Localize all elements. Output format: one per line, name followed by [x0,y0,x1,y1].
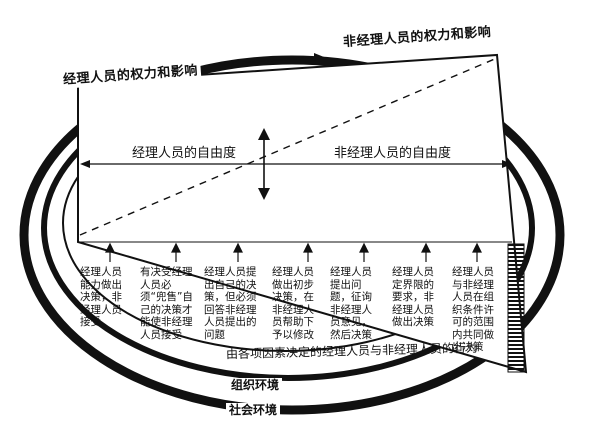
behavior-2: 有决受经理人员必须“兜售”自己的决策才能使非经理人员接受 [140,266,193,341]
society-environment-label: 社会环境 [226,403,281,418]
center-arrow-down [258,188,270,200]
freedom-left-arrowhead [80,160,90,168]
freedom-right-arrowhead [502,160,512,168]
organization-environment-label: 组织环境 [228,378,283,393]
continuum-panel [77,53,528,374]
behavior-arrows [105,242,482,262]
behavior-3: 经理人员提出自己的决策，但必须回答非经理人员提出的问题 [204,266,257,341]
manager-freedom-label: 经理人员的自由度 [128,146,241,162]
behavior-1: 经理人员能力做出决策，非经理人员接受 [80,266,122,328]
society-environment-ring [19,55,565,415]
non-manager-freedom-label: 非经理人员的自由度 [330,146,456,162]
behavior-5: 经理人员提出问题，征询非经理人员意见，然后决策 [330,266,372,341]
authority-divider-line [79,57,498,236]
power-arrow-right-head [314,53,324,61]
hatched-edge [507,243,525,373]
power-arrow-line [235,56,321,64]
behavior-4: 经理人员做出初步决策，在非经理人员帮助下予以修改 [272,266,314,341]
behavior-7: 经理人员与非经理人员在组织条件许可的范围内共同做出决策 [452,266,494,353]
power-arrow-left-head [232,59,242,67]
behavior-6: 经理人员定界限的要求，非经理人员做出决策 [392,266,434,328]
center-arrow-up [258,128,270,140]
